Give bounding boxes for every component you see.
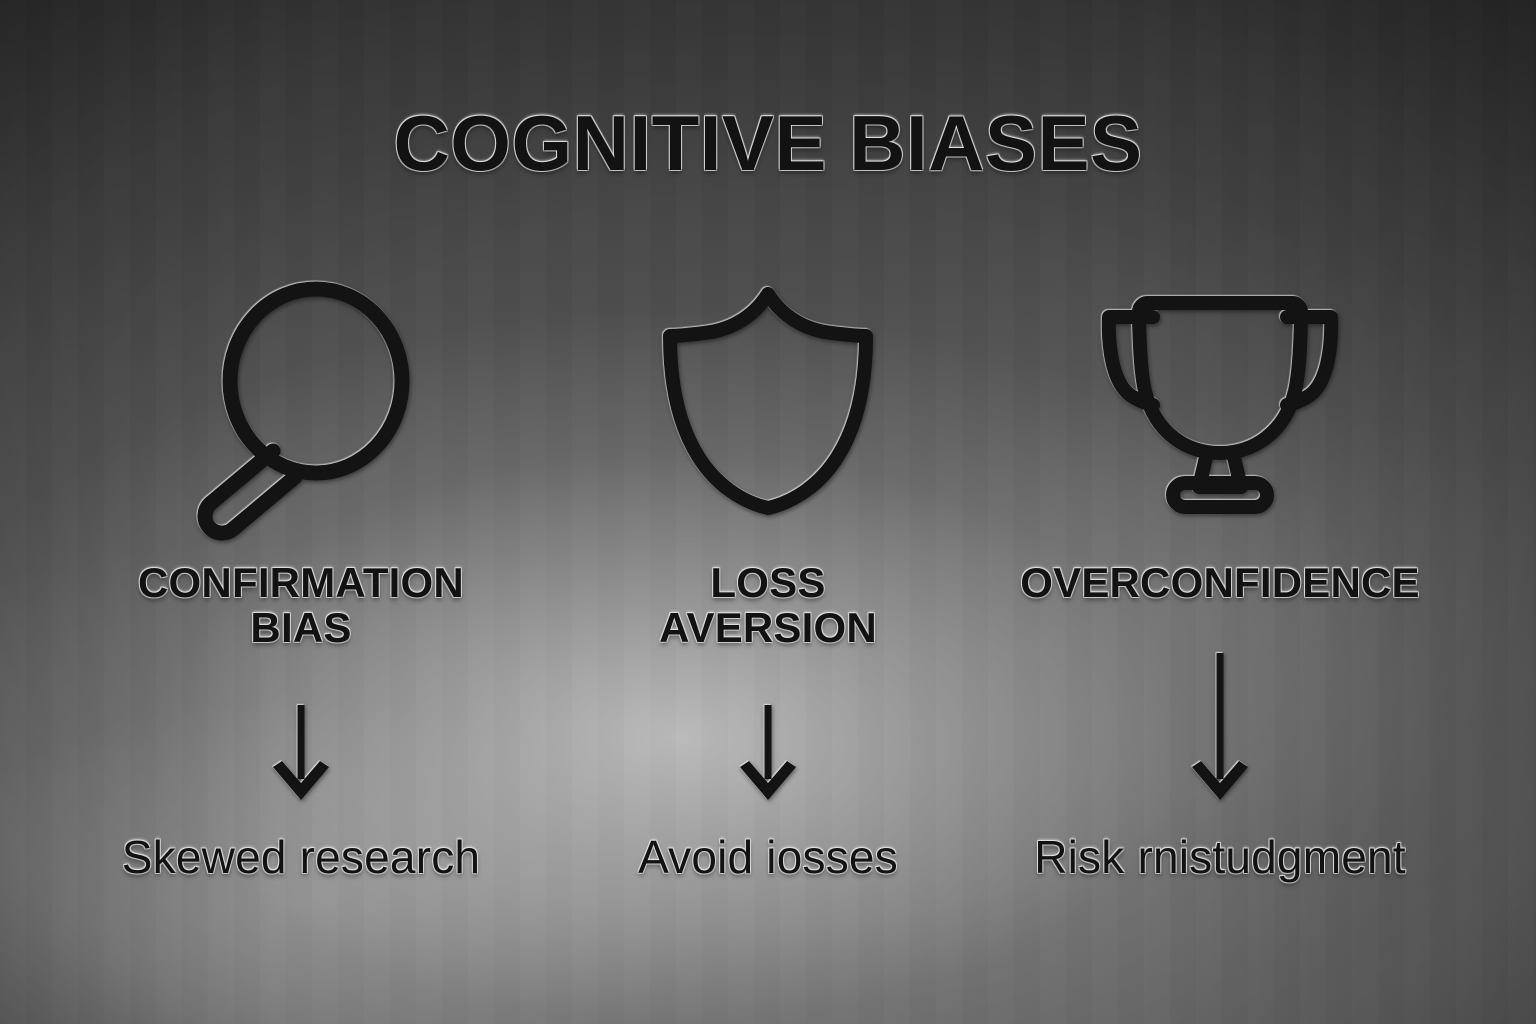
magnifying-glass-icon — [56, 276, 546, 541]
bias-name-line-2: BIAS — [250, 603, 352, 651]
down-arrow-icon-confirmation — [56, 703, 546, 803]
bias-name-line-1: LOSS — [710, 559, 826, 606]
bias-name-loss-aversion: LOSS AVERSION — [556, 559, 980, 651]
outcome-loss-aversion: Avoid iosses — [638, 831, 898, 883]
down-arrow-icon-overconfidence — [960, 651, 1480, 803]
bias-column-confirmation: CONFIRMATION BIAS Skewed research — [56, 0, 546, 1024]
bias-column-overconfidence: OVERCONFIDENCE Risk rnistudgment — [960, 0, 1480, 1024]
shield-icon — [556, 276, 980, 522]
outcome-overconfidence: Risk rnistudgment — [1034, 831, 1406, 883]
bias-name-line-1: OVERCONFIDENCE — [1020, 559, 1420, 606]
bias-name-overconfidence: OVERCONFIDENCE — [960, 559, 1480, 606]
bias-name-line-1: CONFIRMATION — [138, 559, 464, 606]
bias-column-loss-aversion: LOSS AVERSION Avoid iosses — [556, 0, 980, 1024]
trophy-icon — [960, 276, 1480, 522]
bias-name-confirmation: CONFIRMATION BIAS — [56, 559, 546, 651]
page-title: COGNITIVE BIASES — [393, 99, 1143, 187]
outcome-confirmation: Skewed research — [121, 831, 481, 883]
bias-name-line-2: AVERSION — [659, 603, 877, 651]
down-arrow-icon-loss-aversion — [556, 703, 980, 803]
